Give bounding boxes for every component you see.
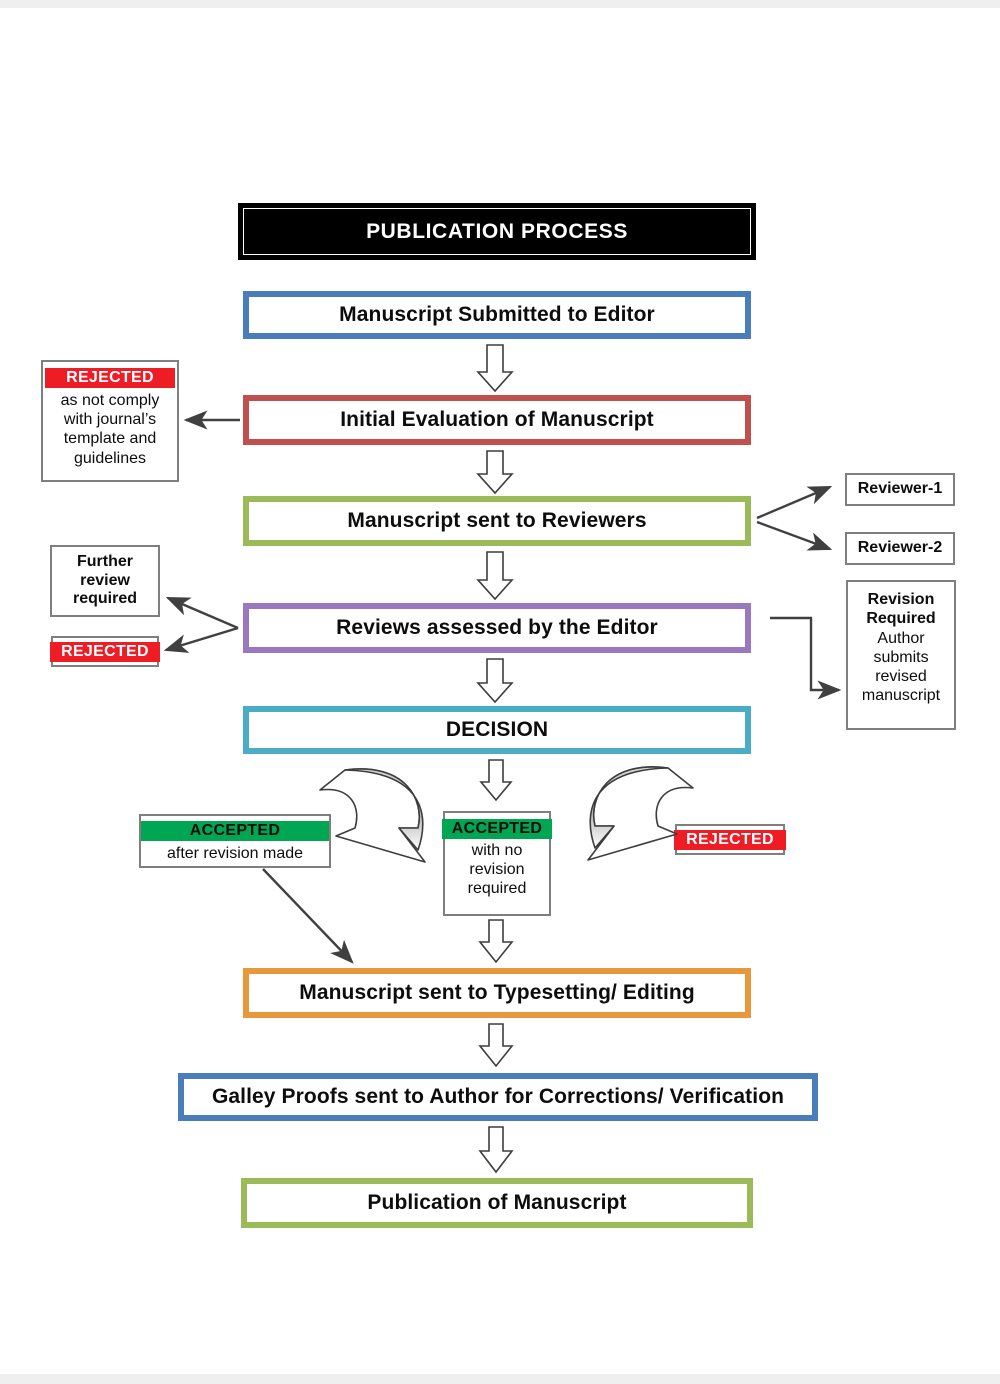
node-sent-to-reviewers: Manuscript sent to Reviewers (243, 496, 751, 546)
block-arrow-assessed-to-decision (476, 658, 514, 704)
node-accepted-after-revision: ACCEPTED after revision made (139, 814, 331, 868)
node-reviewer-1-label: Reviewer-1 (857, 480, 943, 498)
node-revision-required: Revision Required Author submits revised… (846, 580, 956, 730)
node-publication: Publication of Manuscript (241, 1178, 753, 1228)
node-rejected-after-review: REJECTED (50, 636, 160, 667)
accepted-badge: ACCEPTED (141, 821, 329, 841)
block-arrow-decision-to-accepted (479, 759, 513, 802)
rejected-badge: REJECTED (45, 368, 175, 388)
node-sent-to-reviewers-label: Manuscript sent to Reviewers (347, 509, 647, 532)
node-accepted-no-revision-body: with no revision required (467, 842, 527, 898)
block-arrow-accepted-to-typesetting (478, 919, 514, 964)
node-reviewer-2: Reviewer-2 (845, 532, 955, 565)
accepted-badge: ACCEPTED (442, 819, 552, 839)
node-revision-required-body: Author submits revised manuscript (861, 629, 941, 705)
node-galley-proofs: Galley Proofs sent to Author for Correct… (178, 1073, 818, 1121)
rejected-badge: REJECTED (674, 829, 786, 850)
node-initial-evaluation-label: Initial Evaluation of Manuscript (340, 408, 654, 431)
arrow-reviewers-to-reviewer-2 (756, 520, 833, 551)
node-decision: DECISION (243, 706, 751, 754)
node-decision-label: DECISION (445, 718, 549, 741)
curved-arrow-to-rejected (587, 766, 694, 861)
node-reviews-assessed: Reviews assessed by the Editor (243, 603, 751, 653)
curved-arrow-to-accepted-after-revision (319, 768, 426, 863)
node-title: PUBLICATION PROCESS (238, 203, 756, 260)
node-further-review: Further review required (50, 545, 160, 617)
node-reviewer-1: Reviewer-1 (845, 473, 955, 506)
node-publication-label: Publication of Manuscript (367, 1191, 627, 1214)
arrow-assessed-to-further-review (165, 596, 239, 630)
node-typesetting: Manuscript sent to Typesetting/ Editing (243, 968, 751, 1018)
node-revision-required-title: Revision Required (866, 591, 936, 627)
node-reviews-assessed-label: Reviews assessed by the Editor (336, 616, 658, 639)
node-rejected-template: REJECTED as not comply with journal’s te… (41, 360, 179, 482)
block-arrow-reviewers-to-assessed (476, 551, 514, 601)
rejected-badge: REJECTED (50, 641, 160, 662)
block-arrow-group (476, 344, 514, 1174)
node-reviewer-2-label: Reviewer-2 (857, 539, 943, 557)
node-accepted-after-revision-body: after revision made (166, 845, 304, 862)
node-manuscript-submitted-label: Manuscript Submitted to Editor (339, 303, 655, 326)
node-further-review-label: Further review required (72, 552, 137, 608)
block-arrow-submitted-to-initial (476, 344, 514, 393)
block-arrow-initial-to-reviewers (476, 450, 514, 495)
node-manuscript-submitted: Manuscript Submitted to Editor (243, 291, 751, 339)
arrow-reviewers-to-reviewer-1 (756, 485, 833, 520)
node-title-label: PUBLICATION PROCESS (366, 219, 628, 243)
arrow-accepted-revision-to-typesetting (262, 868, 354, 964)
block-arrow-typesetting-to-galley (478, 1023, 514, 1068)
arrow-assessed-to-rejected (163, 626, 239, 653)
node-rejected-decision: REJECTED (674, 824, 786, 855)
block-arrow-galley-to-publication (478, 1126, 514, 1174)
node-galley-proofs-label: Galley Proofs sent to Author for Correct… (211, 1085, 785, 1108)
arrow-assessed-to-revision-required (770, 616, 842, 700)
node-rejected-template-body: as not comply with journal’s template an… (60, 392, 160, 467)
node-typesetting-label: Manuscript sent to Typesetting/ Editing (299, 981, 695, 1004)
node-accepted-no-revision: ACCEPTED with no revision required (442, 811, 552, 916)
node-initial-evaluation: Initial Evaluation of Manuscript (243, 395, 751, 445)
